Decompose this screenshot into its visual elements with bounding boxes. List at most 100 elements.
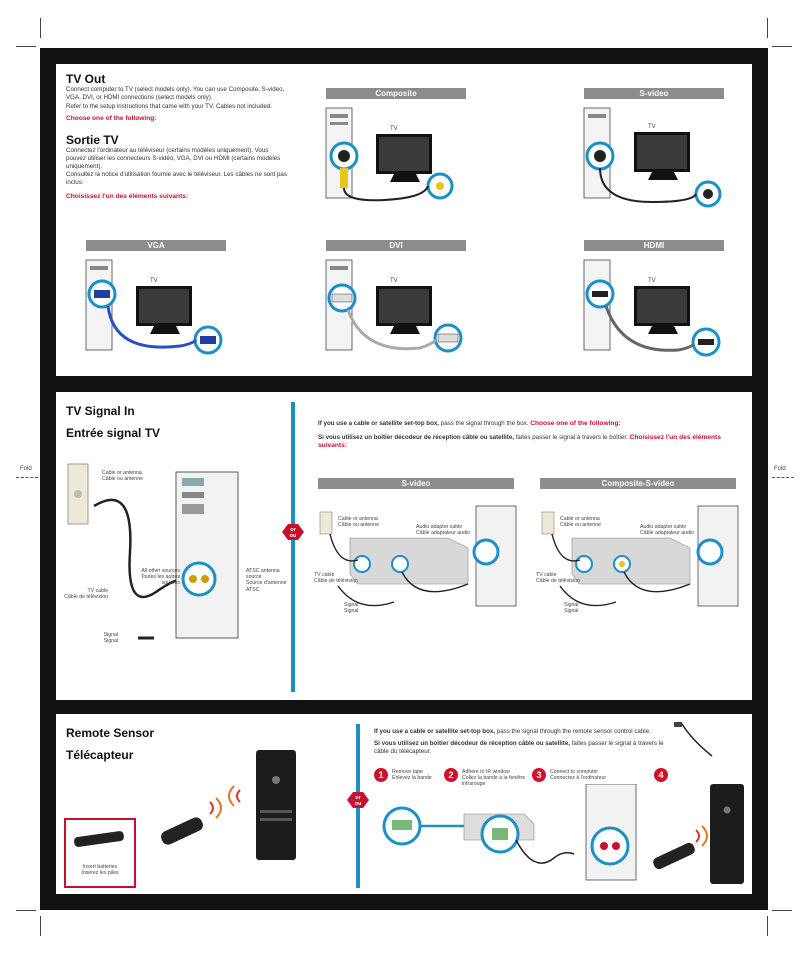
- crop-mark: [772, 46, 792, 47]
- step-1-fr: Enlevez la bande: [392, 775, 432, 782]
- signal-intro-en-text: pass the signal through the box.: [439, 420, 529, 427]
- all-other-sources-en: All other sources: [141, 568, 180, 574]
- atsc-fr: Source d'antenne ATSC: [246, 580, 287, 593]
- step-2-fr: Collez la bande à la fenêtre infrarouge: [462, 775, 526, 788]
- svideo-tv-cable: TV cable Câble de télévision: [314, 572, 358, 584]
- crop-mark: [767, 18, 768, 38]
- svideo-cable-antenna: Cable or antenna Câble ou antenne: [338, 516, 379, 528]
- cable-antenna-en: Cable or antenna: [102, 470, 142, 476]
- option-composite: Composite: [326, 88, 466, 99]
- signal-intro-fr-bold: Si vous utilisez un boîtier décodeur de …: [318, 434, 514, 441]
- step-2-text: Adhere to IR window Collez la bande à la…: [462, 769, 526, 788]
- composite-signal-en: Signal: [564, 602, 579, 608]
- dvi-tv-label: TV: [390, 278, 398, 284]
- svideo-cable-antenna-en: Cable or antenna: [338, 516, 378, 522]
- tv-signal-title-fr: Entrée signal TV: [66, 426, 161, 440]
- all-other-sources-fr: Toutes les autres sources: [140, 574, 180, 587]
- crop-mark: [16, 46, 36, 47]
- fold-label-right: Fold: [774, 466, 786, 472]
- tv-signal-title: TV Signal In: [66, 404, 135, 418]
- tv-out-title: TV Out: [66, 72, 106, 86]
- remote-title-fr: Télécapteur: [66, 748, 134, 762]
- crop-mark: [767, 916, 768, 936]
- composite-audio-cable: Audio adaptor cable Câble adaptateur aud…: [640, 524, 694, 536]
- step-3-badge: 3: [532, 768, 546, 782]
- ou-text: ou: [290, 533, 297, 539]
- svideo-signal: Signal Signal: [344, 602, 358, 614]
- or-text: or: [290, 527, 296, 533]
- signal-intro-fr-choose: Choisissez l'un des éléments suivants:: [318, 434, 721, 449]
- tv-out-body-1: Connect computer to TV (select models on…: [66, 86, 285, 101]
- step-2-en: Adhere to IR window: [462, 769, 510, 775]
- option-signal-s-video: S-video: [318, 478, 514, 489]
- composite-cable-antenna-en: Cable or antenna: [560, 516, 600, 522]
- or-badge: or ou: [282, 524, 304, 540]
- cable-antenna-fr: Câble ou antenne: [102, 476, 143, 483]
- cable-antenna-label: Cable or antenna Câble ou antenne: [102, 470, 143, 482]
- ou-text-remote: ou: [355, 801, 362, 807]
- atsc-en: ATSC antenna source: [246, 568, 280, 581]
- tv-out-title-fr: Sortie TV: [66, 133, 119, 147]
- s-video-tv-label: TV: [648, 124, 656, 130]
- signal-intro-en: If you use a cable or satellite set-top …: [318, 420, 748, 428]
- s-video-diagram: TV: [583, 107, 722, 208]
- signal-intro-en-bold: If you use a cable or satellite set-top …: [318, 420, 440, 427]
- remote-intro-fr: Si vous utilisez un boîtier décodeur de …: [374, 740, 674, 756]
- composite-tv-cable-en: TV cable: [536, 572, 557, 578]
- step-4-badge: 4: [654, 768, 668, 782]
- vga-tv-label: TV: [150, 278, 158, 284]
- option-s-video: S-video: [584, 88, 724, 99]
- battery-text: Insert batteries Insérez les piles: [66, 864, 134, 876]
- composite-diagram: TV: [325, 107, 454, 202]
- svideo-signal-en: Signal: [344, 602, 359, 608]
- option-hdmi: HDMI: [584, 240, 724, 251]
- section-divider: [291, 402, 295, 692]
- composite-signal-fr: Signal: [564, 608, 579, 615]
- step-1-text: Remove tape Enlevez la bande: [392, 769, 432, 781]
- svideo-tv-cable-fr: Câble de télévision: [314, 578, 358, 585]
- vga-diagram: TV: [85, 259, 223, 355]
- crop-mark: [40, 916, 41, 936]
- composite-tv-cable-fr: Câble de télévision: [536, 578, 580, 585]
- step-3-fr: Connectez à l'ordinateur: [550, 775, 607, 782]
- tv-cable-label: TV cable Câble de télévision: [64, 588, 108, 600]
- remote-title: Remote Sensor: [66, 726, 155, 740]
- svideo-audio-cable: Audio adaptor cable Câble adaptateur aud…: [416, 524, 470, 536]
- composite-signal: Signal Signal: [564, 602, 578, 614]
- dvi-diagram: TV: [325, 259, 463, 353]
- signal-intro-fr: Si vous utilisez un boîtier décodeur de …: [318, 434, 748, 450]
- step-3-text: Connect to computer Connectez à l'ordina…: [550, 769, 606, 781]
- composite-cable-antenna-fr: Câble ou antenne: [560, 522, 601, 529]
- battery-box: Insert batteries Insérez les piles: [64, 818, 136, 888]
- tv-signal-panel: TV Signal In Entrée signal TV Cable or a…: [56, 392, 752, 700]
- composite-cable-antenna: Cable or antenna Câble ou antenne: [560, 516, 601, 528]
- hdmi-tv-label: TV: [648, 278, 656, 284]
- remote-back-icon: [74, 831, 124, 847]
- or-badge-remote: or ou: [347, 792, 369, 808]
- svideo-signal-fr: Signal: [344, 608, 359, 615]
- composite-tv-cable: TV cable Câble de télévision: [536, 572, 580, 584]
- set-top-composite-diagram: [541, 505, 739, 607]
- option-dvi: DVI: [326, 240, 466, 251]
- remote-intro-fr-text: faites passer le signal à travers le câb…: [374, 740, 664, 755]
- remote-intro-en-bold: If you use a cable or satellite set-top …: [374, 728, 496, 735]
- hdmi-diagram: TV: [583, 259, 721, 357]
- remote-steps-diagram: [382, 784, 744, 884]
- all-other-sources-label: All other sources Toutes les autres sour…: [140, 568, 180, 587]
- crop-mark: [40, 18, 41, 38]
- option-vga: VGA: [86, 240, 226, 251]
- remote-intro-fr-bold: Si vous utilisez un boîtier décodeur de …: [374, 740, 570, 747]
- crop-mark: [772, 910, 792, 911]
- signal-fr: Signal: [103, 638, 118, 645]
- option-signal-composite: Composite-S-video: [540, 478, 736, 489]
- crop-mark: [16, 910, 36, 911]
- tv-out-choose: Choose one of the following:: [66, 115, 157, 122]
- remote-intro-en: If you use a cable or satellite set-top …: [374, 728, 674, 736]
- tv-out-body-fr-2: Consultez la notice d'utilisation fourni…: [66, 171, 287, 186]
- composite-audio-cable-fr: Câble adaptateur audio: [640, 530, 694, 537]
- battery-text-fr: Insérez les piles: [81, 870, 119, 877]
- composite-tv-label: TV: [390, 126, 398, 132]
- sensor-cable-icon: [674, 722, 713, 757]
- tv-out-choose-fr: Choisissez l'un des éléments suivants:: [66, 193, 189, 200]
- set-top-s-video-diagram: [319, 505, 517, 607]
